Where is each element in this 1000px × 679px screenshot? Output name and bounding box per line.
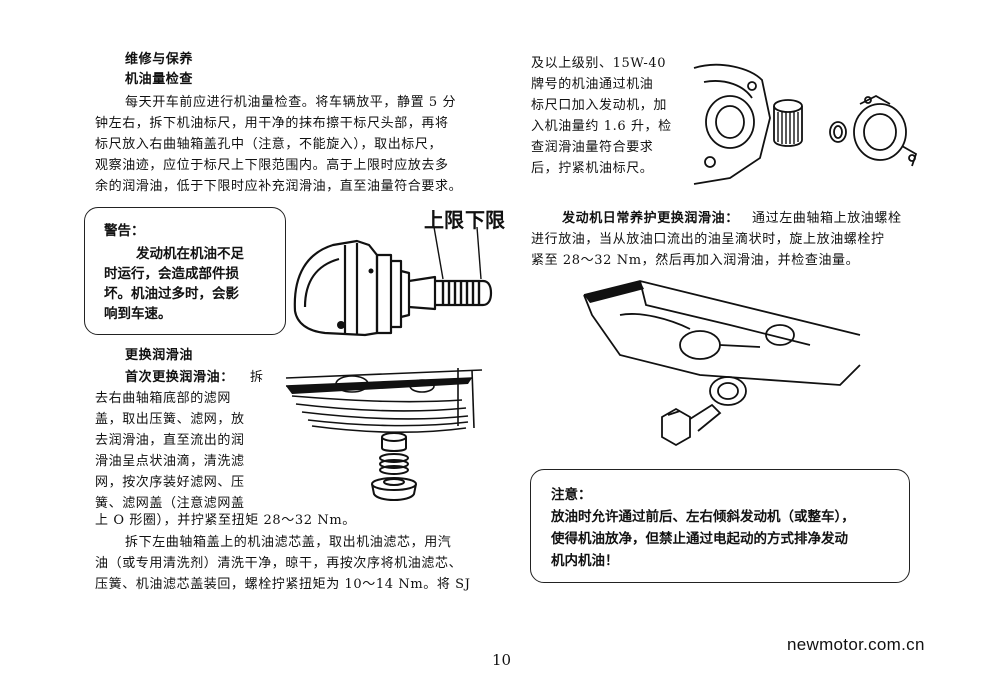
watermark: newmotor.com.cn [787,635,925,654]
filter-line-1: 拆下左曲轴箱盖上的机油滤芯盖，取出机油滤芯，用汽 [125,535,452,550]
filter-line-3: 压簧、机油滤芯盖装回，螺栓拧紧扭矩为 10～14 Nm。将 SJ [95,577,471,592]
daily-change-line-1: 通过左曲轴箱上放油螺栓 [752,211,902,226]
dipstick-lower-label: 下限 [465,208,505,232]
right-top-line-4: 入机油量约 1.6 升，检 [531,119,672,134]
first-change-line-3: 盖，取出压簧、滤网，放 [95,412,245,427]
notice-title: 注意： [551,487,592,503]
notice-line-1: 放油时允许通过前后、左右倾斜发动机（或整车）， [551,509,855,525]
daily-change-line-2: 进行放油，当从放油口流出的油呈滴状时，旋上放油螺栓拧 [531,232,885,247]
right-top-line-5: 查润滑油量符合要求 [531,140,654,155]
filter-line-2: 油（或专用清洗剂）清洗干净，晾干，再按次序将机油滤芯、 [95,556,463,571]
notice-line-3: 机内机油！ [551,553,619,569]
oil-check-line-1: 每天开车前应进行机油量检查。将车辆放平，静置 5 分 [125,95,457,110]
oil-check-line-2: 钟左右，拆下机油标尺，用干净的抹布擦干标尺头部，再将 [95,116,449,131]
oil-check-line-4: 观察油迹，应位于标尺上下限范围内。高于上限时应放去多 [95,158,449,173]
daily-change-line-3: 紧至 28～32 Nm，然后再加入润滑油，并检查油量。 [531,253,860,268]
first-change-lead: 首次更换润滑油： [125,370,234,385]
right-top-line-3: 标尺口加入发动机，加 [531,98,668,113]
section-title: 维修与保养 [125,52,194,67]
oil-strainer-illustration [285,368,483,501]
first-change-line-2: 去右曲轴箱底部的滤网 [95,391,232,406]
drain-bolt-illustration [583,280,861,447]
notice-line-2: 使得机油放净，但禁止通过电起动的方式排净发动 [551,531,848,547]
dipstick-upper-label: 上限 [424,208,464,232]
right-top-line-2: 牌号的机油通过机油 [531,77,654,92]
first-change-line-4: 去润滑油，直至流出的润 [95,433,245,448]
oil-check-title: 机油量检查 [125,72,194,87]
warning-line-3: 坏。机油过多时，会影 [104,286,239,302]
warning-box [84,207,286,335]
warning-line-1: 发动机在机油不足 [136,246,244,262]
first-change-line-8: 上 O 形圈），并拧紧至扭矩 28～32 Nm。 [95,513,356,528]
notice-box [530,469,910,583]
oil-check-line-5: 余的润滑油，低于下限时应补充润滑油，直至油量符合要求。 [95,179,463,194]
warning-line-4: 响到车速。 [104,306,172,322]
right-top-line-6: 后，拧紧机油标尺。 [531,161,654,176]
first-change-line-7: 簧、滤网盖（注意滤网盖 [95,496,245,511]
first-change-line-1: 拆 [250,370,264,385]
warning-title: 警告： [104,223,145,239]
change-oil-title: 更换润滑油 [125,348,194,363]
first-change-line-6: 网，按次序装好滤网、压 [95,475,245,490]
warning-line-2: 时运行，会造成部件损 [104,266,239,282]
oil-filter-illustration [693,63,918,185]
oil-check-line-3: 标尺放入右曲轴箱盖孔中（注意，不能旋入），取出标尺， [95,137,443,152]
right-top-line-1: 及以上级别、15W-40 [531,56,667,71]
page-number: 10 [492,651,512,669]
dipstick-illustration [293,226,493,337]
daily-change-lead: 发动机日常养护更换润滑油： [562,211,739,226]
first-change-line-5: 滑油呈点状油滴，清洗滤 [95,454,245,469]
